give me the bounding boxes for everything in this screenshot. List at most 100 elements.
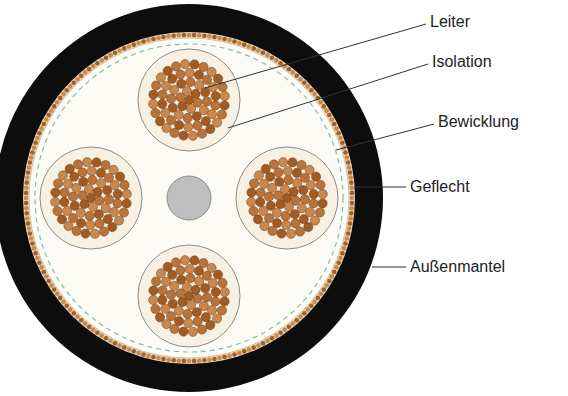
conductor-strand — [284, 175, 293, 184]
conductor-strand — [53, 206, 62, 215]
braid-strand — [237, 351, 242, 356]
braid-strand — [146, 354, 151, 359]
conductor-strand — [104, 173, 113, 182]
braid-strand — [127, 44, 132, 49]
conductor-strand — [60, 188, 69, 197]
conductor-strand — [259, 206, 268, 215]
braid-strand — [127, 347, 132, 352]
conductor-strand — [73, 160, 82, 169]
conductor-strand — [183, 309, 192, 318]
braid-strand — [217, 36, 222, 41]
braid-strand — [131, 349, 136, 354]
braid-strand — [108, 53, 113, 58]
conductor-strand — [220, 91, 229, 100]
conductor-strand — [163, 66, 172, 75]
filler — [29, 38, 349, 358]
braid-strand — [349, 206, 354, 211]
conductor-strand — [88, 202, 97, 211]
braid-strand — [298, 315, 303, 320]
braid-strand — [24, 196, 29, 201]
conductor-strand — [202, 293, 211, 302]
braid-strand — [322, 104, 327, 109]
conductor-strand — [220, 101, 229, 110]
braid-strand — [68, 84, 73, 89]
braid-strand — [232, 352, 237, 357]
conductor-strand — [149, 90, 158, 99]
braid-strand — [46, 279, 51, 284]
braid-strand — [336, 131, 341, 136]
braid-strand — [287, 324, 292, 329]
braid-strand — [122, 46, 127, 51]
braid-strand — [187, 33, 192, 38]
braid-band — [23, 32, 355, 364]
conductor-strand — [185, 68, 194, 77]
conductor-strand — [104, 195, 113, 204]
braid-strand — [202, 358, 207, 363]
braid-strand — [302, 311, 307, 316]
braid-strand — [71, 311, 76, 316]
braid-strand — [242, 42, 247, 47]
braid-strand — [261, 50, 266, 55]
braid-strand — [151, 355, 156, 360]
braid-strand — [334, 265, 339, 270]
braid-strand — [338, 256, 343, 261]
conductor-strand — [190, 60, 199, 69]
braid-strand — [212, 35, 217, 40]
conductor-strand — [109, 208, 118, 217]
braid-strand — [207, 357, 212, 362]
braid-strand — [79, 318, 84, 323]
conductor-strand — [94, 210, 103, 219]
braid-strand — [256, 343, 261, 348]
braid-strand — [306, 84, 311, 89]
conductor-strand — [190, 256, 199, 265]
conductor-strand — [197, 129, 206, 138]
braid-strand — [332, 270, 337, 275]
conductor-strand — [60, 197, 69, 206]
braid-strand — [247, 347, 252, 352]
conductor-strand — [278, 158, 287, 167]
braid-strand — [83, 70, 88, 75]
conductor-strand — [85, 211, 94, 220]
braid-strand — [251, 46, 256, 51]
conductor-strand — [151, 81, 160, 90]
braid-strand — [87, 324, 92, 329]
conductor-strand — [186, 273, 195, 282]
braid-strand — [309, 88, 314, 93]
conductor-strand — [186, 300, 195, 309]
braid-strand — [176, 358, 181, 363]
part-label: Geflecht — [410, 177, 470, 196]
conductor-strand — [282, 220, 291, 229]
conductor-strand — [202, 75, 211, 84]
conductor-strand — [110, 181, 119, 190]
braid-strand — [309, 303, 314, 308]
conductor-strand — [202, 271, 211, 280]
braid-strand — [348, 216, 353, 221]
braid-strand — [171, 358, 176, 363]
conductor-strand — [184, 122, 193, 131]
conductor-strand — [186, 77, 195, 86]
part-label: Isolation — [432, 52, 492, 71]
braid-strand — [24, 201, 29, 206]
conductor-strand — [291, 219, 300, 228]
braid-strand — [327, 113, 332, 118]
conductor-strand — [86, 220, 95, 229]
braid-strand — [49, 108, 54, 113]
conductor-strand — [155, 117, 164, 126]
braid-strand — [294, 73, 299, 78]
braid-strand — [327, 279, 332, 284]
conductor-strand — [206, 320, 215, 329]
conductor-strand — [264, 214, 273, 223]
part-label: Außenmantel — [410, 257, 505, 276]
conductor-strand — [155, 313, 164, 322]
conductor-strand — [163, 262, 172, 271]
braid-strand — [197, 33, 202, 38]
conductor-strand — [297, 160, 306, 169]
braid-strand — [24, 191, 29, 196]
conductor-strand — [284, 202, 293, 211]
braid-strand — [291, 70, 296, 75]
braid-strand — [41, 122, 46, 127]
braid-strand — [251, 345, 256, 350]
conductor-strand — [311, 172, 320, 181]
conductor-strand — [213, 74, 222, 83]
braid-strand — [28, 160, 33, 165]
